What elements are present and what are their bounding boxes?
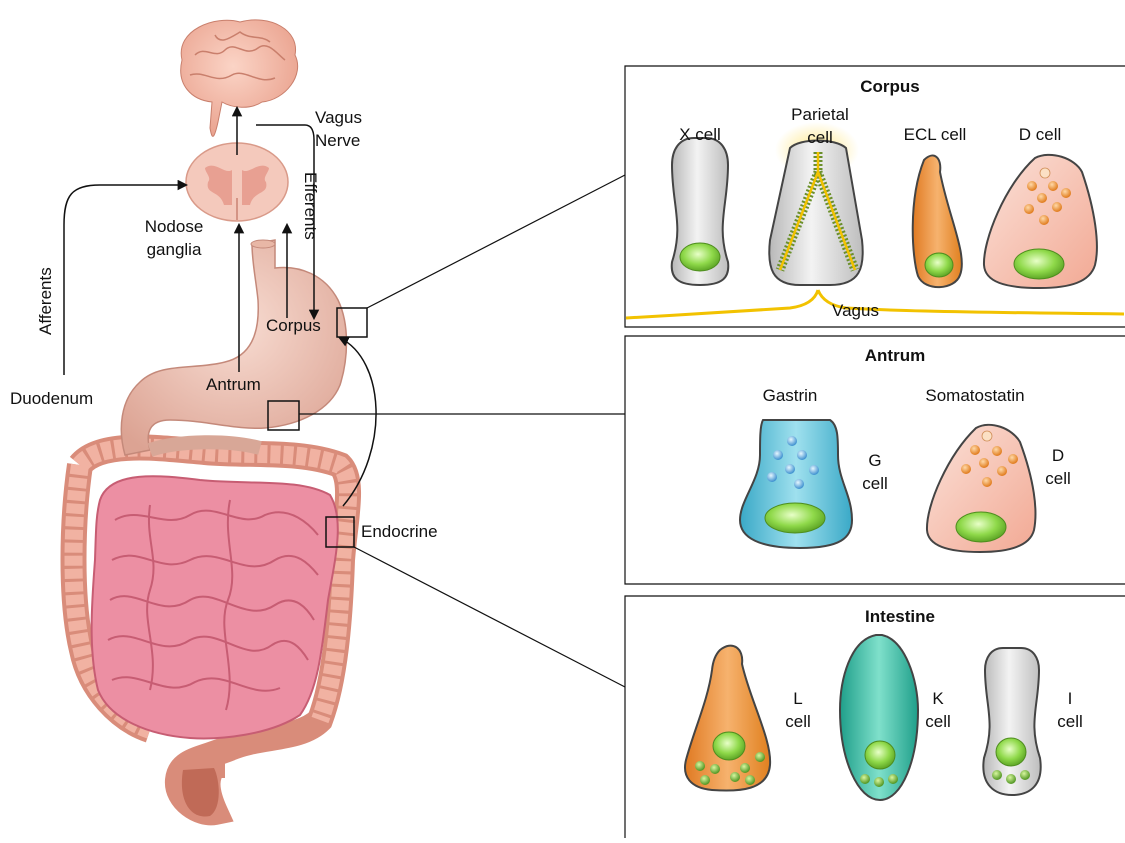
corpus-panel: [625, 66, 1125, 327]
corpus-connector-line: [367, 175, 625, 308]
d-cell-antrum-label-line2: cell: [1038, 469, 1078, 489]
vagus-nerve-label-line2: Nerve: [315, 131, 360, 151]
vagus-label: Vagus: [832, 301, 879, 321]
l-cell-label-line2: cell: [778, 712, 818, 732]
k-cell-nucleus: [865, 741, 895, 769]
duodenum-label: Duodenum: [10, 389, 93, 409]
x-cell-nucleus: [680, 243, 720, 271]
l-cell-nucleus: [713, 732, 745, 760]
nodose-ganglia-label-line2: ganglia: [124, 240, 224, 260]
endocrine-connector-line: [354, 547, 625, 687]
g-cell-label-line2: cell: [855, 474, 895, 494]
i-cell-label-line1: I: [1050, 689, 1090, 709]
antrum-label: Antrum: [206, 375, 261, 395]
stomach-illustration: [121, 240, 346, 455]
gastrin-label: Gastrin: [740, 386, 840, 406]
ecl-cell-nucleus: [925, 253, 953, 277]
parietal-cell-label-line1: Parietal: [770, 105, 870, 125]
parietal-cell-label-line2: cell: [770, 128, 870, 148]
k-cell-shape: [840, 635, 918, 800]
i-cell-shape: [983, 648, 1040, 795]
afferent-arrow: [64, 185, 186, 375]
brain-illustration: [181, 20, 298, 136]
corpus-panel-title: Corpus: [830, 77, 950, 97]
corpus-label: Corpus: [266, 316, 321, 336]
d-cell-antrum-nucleus: [956, 512, 1006, 542]
endocrine-label: Endocrine: [361, 522, 438, 542]
g-cell-label-line1: G: [855, 451, 895, 471]
x-cell-label: X cell: [650, 125, 750, 145]
antrum-panel-title: Antrum: [835, 346, 955, 366]
k-cell-label-line1: K: [918, 689, 958, 709]
i-cell-nucleus: [996, 738, 1026, 766]
small-intestine-illustration: [92, 476, 338, 738]
ecl-cell-label: ECL cell: [885, 125, 985, 145]
l-cell-label-line1: L: [778, 689, 818, 709]
d-cell-antrum-label-line1: D: [1038, 446, 1078, 466]
k-cell-label-line2: cell: [918, 712, 958, 732]
vagus-nerve-label-line1: Vagus: [315, 108, 362, 128]
nodose-ganglia-label-line1: Nodose: [124, 217, 224, 237]
intestine-panel-title: Intestine: [840, 607, 960, 627]
d-cell-corpus-label: D cell: [990, 125, 1090, 145]
somatostatin-label: Somatostatin: [910, 386, 1040, 406]
i-cell-label-line2: cell: [1050, 712, 1090, 732]
g-cell-nucleus: [765, 503, 825, 533]
efferents-label: Efferents: [300, 172, 320, 240]
d-cell-corpus-nucleus: [1014, 249, 1064, 279]
afferents-label: Afferents: [36, 267, 56, 335]
